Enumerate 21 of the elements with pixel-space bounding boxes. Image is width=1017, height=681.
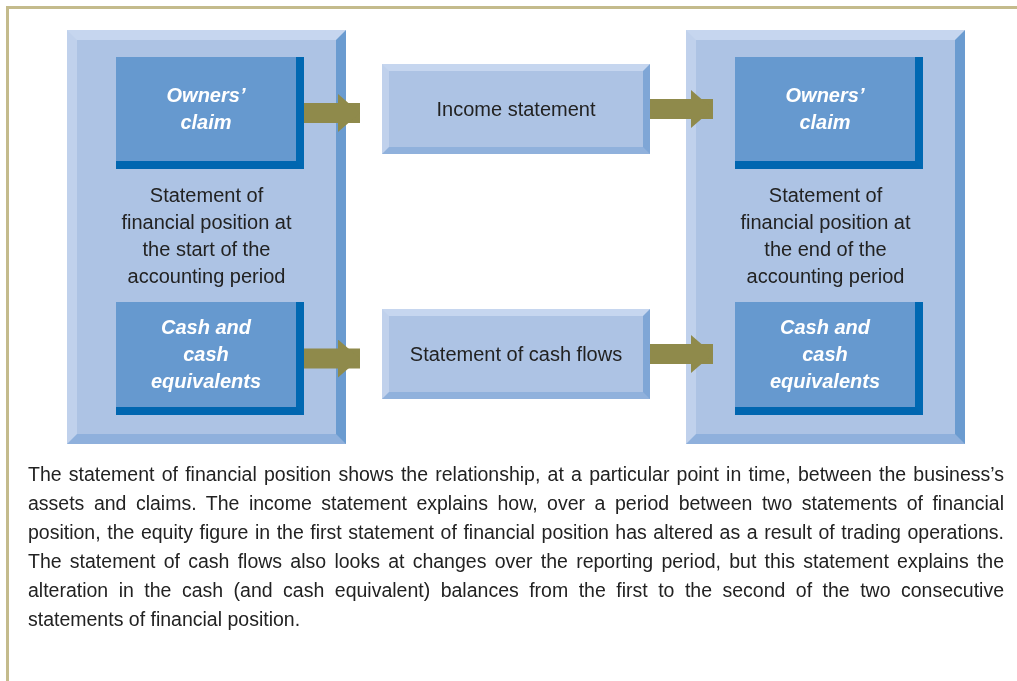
statement-box xyxy=(382,309,650,399)
block-arrow xyxy=(650,90,713,128)
component-box xyxy=(735,57,923,169)
box-label: Owners’ claim xyxy=(165,83,247,135)
component-box xyxy=(116,302,304,415)
box-label: Cash and cash equivalents xyxy=(149,315,262,394)
panel-heading: Statement of financial position at the start of the accounting period xyxy=(120,183,293,289)
caption-text: The statement of financial position shows the relationship, at a particular point in time, between the business’s assets and claims. The income statement explains how, over a period between two statements of financial position, the equity figure in the first statement of financial position has altered as a result of trading operations. The statement of cash flows also looks at changes over the reporting period, but this statement explains the alteration in the cash (and cash equivalent) balances from the first to the second of the two consecutive statements of financial position. xyxy=(28,462,1004,632)
box-label: Income statement xyxy=(436,97,596,121)
box-label: Owners’ claim xyxy=(784,83,866,135)
box-label: Statement of cash flows xyxy=(409,342,623,366)
block-arrow xyxy=(304,339,360,378)
component-box xyxy=(116,57,304,169)
statement-panel xyxy=(686,30,965,444)
block-arrow xyxy=(304,94,360,132)
block-arrow xyxy=(650,335,713,373)
statement-panel xyxy=(67,30,346,444)
statement-box xyxy=(382,64,650,154)
panel-heading: Statement of financial position at the end of the accounting period xyxy=(739,183,912,289)
component-box xyxy=(735,302,923,415)
box-label: Cash and cash equivalents xyxy=(768,315,881,394)
